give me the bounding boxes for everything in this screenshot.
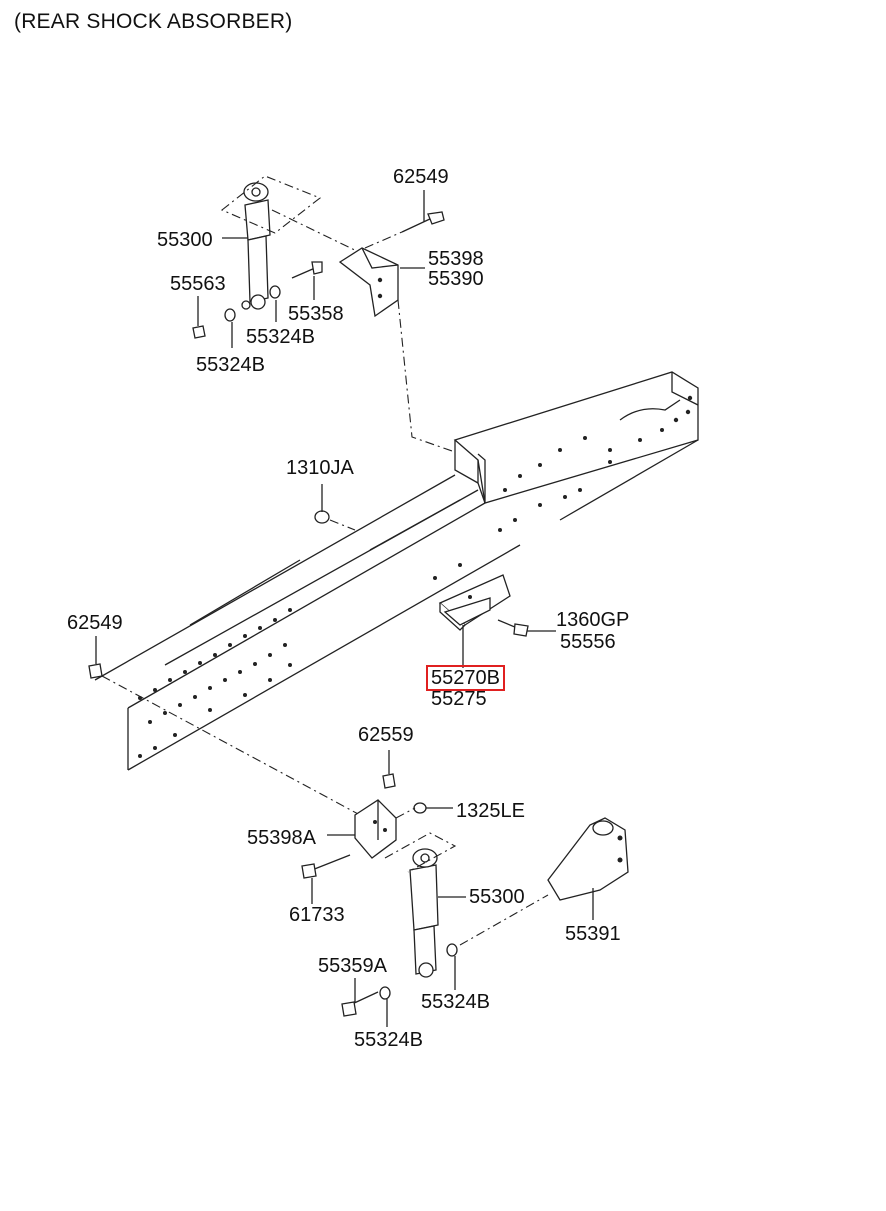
part-label-55563: 55563 — [170, 273, 226, 295]
part-label-55275: 55275 — [431, 688, 487, 710]
part-label-55359a: 55359A — [318, 955, 387, 977]
part-label-55398a: 55398A — [247, 827, 316, 849]
part-label-55556: 55556 — [560, 631, 616, 653]
part-label-55270b-highlighted[interactable]: 55270B — [426, 665, 505, 691]
part-label-62549-left: 62549 — [67, 612, 123, 634]
part-label-62559: 62559 — [358, 724, 414, 746]
part-label-55300-top: 55300 — [157, 229, 213, 251]
part-label-1310ja: 1310JA — [286, 457, 354, 479]
part-label-1360gp: 1360GP — [556, 609, 630, 631]
part-label-55358: 55358 — [288, 303, 344, 325]
part-label-1325le: 1325LE — [456, 800, 525, 822]
frame-rail — [94, 371, 699, 771]
part-label-55391: 55391 — [565, 923, 621, 945]
part-label-55300-bottom: 55300 — [469, 886, 525, 908]
part-label-55324b-a: 55324B — [246, 326, 315, 348]
fasteners-left — [88, 510, 361, 816]
part-label-55324b-b: 55324B — [196, 354, 265, 376]
part-label-55324b-d: 55324B — [354, 1029, 423, 1051]
upper-shock-assembly — [192, 175, 456, 453]
page-title: (REAR SHOCK ABSORBER) — [14, 10, 293, 33]
lower-shock-assembly — [301, 773, 629, 1017]
part-label-61733: 61733 — [289, 904, 345, 926]
part-label-55390: 55390 — [428, 268, 484, 290]
bump-stop-bracket — [433, 574, 529, 668]
leader-lines — [95, 190, 594, 1027]
part-label-55324b-c: 55324B — [421, 991, 490, 1013]
part-label-55398: 55398 — [428, 248, 484, 270]
part-label-62549-top: 62549 — [393, 166, 449, 188]
